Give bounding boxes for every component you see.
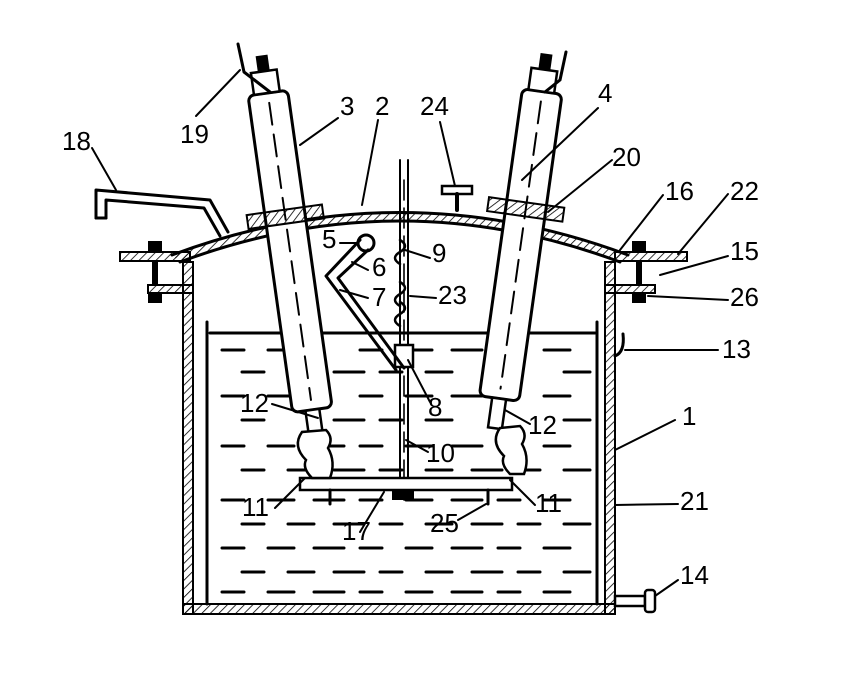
label-9: 9 — [432, 238, 446, 268]
leader-line — [457, 503, 487, 521]
leader-line — [521, 107, 599, 181]
leader-line — [659, 255, 729, 276]
label-15: 15 — [730, 236, 759, 266]
leader-line — [405, 439, 429, 453]
leader-line — [195, 69, 241, 117]
leader-line — [359, 491, 385, 533]
label-17: 17 — [342, 516, 371, 546]
label-16: 16 — [665, 176, 694, 206]
label-26: 26 — [730, 282, 759, 312]
label-10: 10 — [426, 438, 455, 468]
label-12-left: 12 — [240, 388, 269, 418]
leader-line — [509, 479, 536, 506]
label-25: 25 — [430, 508, 459, 538]
label-7: 7 — [372, 282, 386, 312]
drain-valve — [613, 588, 657, 614]
leader-line — [299, 117, 339, 146]
label-3: 3 — [340, 91, 354, 121]
contact-bar — [296, 424, 528, 506]
insulator-bushing-right — [478, 52, 566, 431]
label-23: 23 — [438, 280, 467, 310]
leader-line — [271, 403, 319, 419]
leader-line — [547, 159, 613, 213]
label-20: 20 — [612, 142, 641, 172]
leader-line — [409, 295, 437, 299]
leader-line — [404, 249, 431, 259]
leader-line — [647, 295, 729, 301]
label-5: 5 — [322, 224, 336, 254]
label-19: 19 — [180, 119, 209, 149]
leader-line — [439, 121, 456, 187]
leader-line — [351, 261, 369, 271]
leader-line — [619, 194, 664, 251]
outlet-pipe — [94, 188, 230, 238]
leader-line — [504, 409, 531, 425]
leader-line — [614, 503, 679, 506]
valve-plug — [440, 184, 474, 212]
leader-line — [614, 419, 676, 451]
liquid-fill — [208, 331, 597, 594]
label-18: 18 — [62, 126, 91, 156]
label-13: 13 — [722, 334, 751, 364]
label-8: 8 — [428, 392, 442, 422]
central-rod — [392, 159, 415, 501]
label-14: 14 — [680, 560, 709, 590]
label-22: 22 — [730, 176, 759, 206]
label-4: 4 — [598, 78, 612, 108]
label-11-left: 11 — [242, 492, 269, 522]
leader-line — [677, 193, 729, 255]
label-2: 2 — [375, 91, 389, 121]
leader-line — [274, 477, 306, 509]
label-12-right: 12 — [528, 410, 557, 440]
label-6: 6 — [372, 252, 386, 282]
label-21: 21 — [680, 486, 709, 516]
level-fitting — [613, 332, 625, 358]
label-11-right: 11 — [535, 488, 562, 518]
lead-wire — [236, 42, 568, 94]
leader-line — [91, 147, 117, 191]
leader-line — [654, 579, 679, 597]
label-1: 1 — [682, 401, 696, 431]
label-24: 24 — [420, 91, 449, 121]
lever-arm — [324, 233, 406, 372]
leader-line — [407, 359, 431, 403]
leader-line — [361, 119, 379, 206]
leader-line — [339, 289, 369, 299]
